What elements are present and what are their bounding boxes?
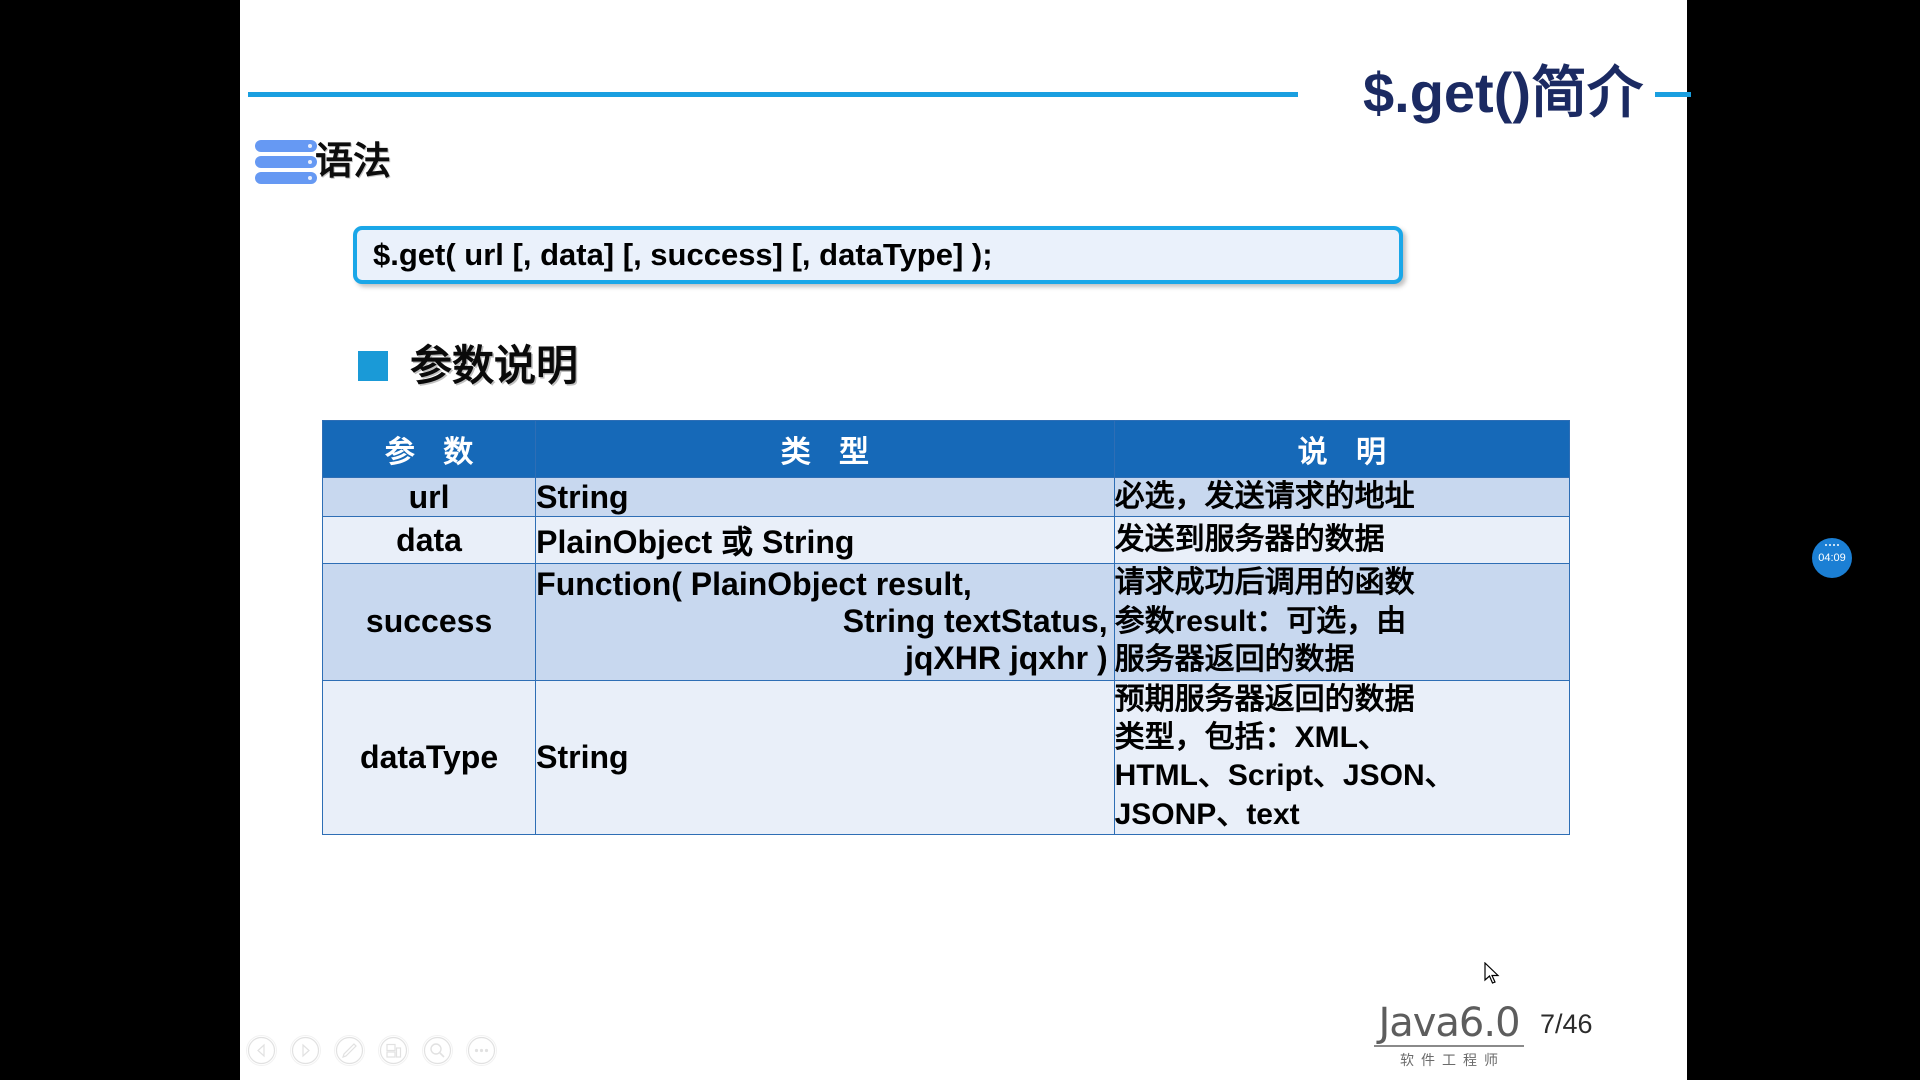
slide-grid-button[interactable] [378, 1035, 409, 1066]
three-bars-icon [255, 138, 317, 186]
brand-name: Java6.0 [1378, 1000, 1520, 1046]
cell-type: Function( PlainObject result, String tex… [535, 563, 1115, 681]
cell-desc: 请求成功后调用的函数 参数result：可选，由 服务器返回的数据 [1113, 563, 1571, 681]
player-toolbar[interactable] [246, 1035, 497, 1066]
cell-param: success [321, 563, 537, 681]
title-rule-right [1655, 92, 1691, 97]
table-row: url String 必选，发送请求的地址 [321, 476, 1571, 518]
cell-desc: 发送到服务器的数据 [1113, 516, 1571, 565]
page-title: $.get()简介 [1363, 61, 1643, 124]
type-line: PlainObject 或 String [536, 524, 855, 561]
type-line: Function( PlainObject result, [536, 566, 972, 603]
cell-type: String [535, 679, 1115, 836]
desc-line: 预期服务器返回的数据 [1114, 682, 1415, 716]
column-header-desc: 说 明 [1113, 420, 1571, 478]
syntax-heading-label: 语法 [315, 141, 392, 183]
type-line: String textStatus, [842, 603, 1108, 640]
syntax-section-heading: 语法 [255, 136, 391, 188]
desc-line: 必选，发送请求的地址 [1114, 480, 1415, 513]
table-header-row: 参 数 类 型 说 明 [321, 420, 1571, 478]
prev-slide-button[interactable] [246, 1035, 277, 1066]
brand-subtitle: 软件工程师 [1400, 1052, 1505, 1068]
desc-line: 请求成功后调用的函数 [1114, 566, 1415, 600]
slide-canvas: $.get()简介 语法 $.get( url [, data] [, succ… [240, 0, 1691, 1080]
desc-line: 发送到服务器的数据 [1114, 523, 1385, 557]
cell-type: PlainObject 或 String [535, 516, 1115, 565]
brand-divider [1374, 1045, 1524, 1047]
slide-title-bar: $.get()简介 [240, 42, 1691, 132]
cell-param: url [321, 476, 537, 518]
column-header-param: 参 数 [321, 420, 537, 478]
timer-value: 04:09 [1818, 552, 1846, 564]
cell-param: data [321, 516, 537, 565]
desc-line: 服务器返回的数据 [1114, 643, 1355, 677]
parameter-table: 参 数 类 型 说 明 url String 必选，发送请求的地址 [321, 420, 1571, 836]
title-rule-left [248, 92, 1298, 97]
syntax-code-text: $.get( url [, data] [, success] [, dataT… [373, 237, 993, 272]
pen-tool-button[interactable] [334, 1035, 365, 1066]
page-indicator: 7/46 [1540, 1009, 1593, 1039]
more-options-button[interactable] [466, 1035, 497, 1066]
square-bullet-icon [358, 351, 388, 381]
desc-line: 类型，包括：XML、 [1114, 720, 1388, 754]
cell-desc: 必选，发送请求的地址 [1113, 476, 1571, 518]
next-slide-button[interactable] [290, 1035, 321, 1066]
params-section-heading: 参数说明 [358, 345, 578, 387]
cell-desc: 预期服务器返回的数据 类型，包括：XML、 HTML、Script、JSON、 … [1113, 679, 1571, 836]
syntax-code-box: $.get( url [, data] [, success] [, dataT… [353, 226, 1403, 284]
column-header-type: 类 型 [535, 420, 1115, 478]
timer-badge[interactable]: 04:09 [1812, 538, 1852, 578]
table-row: success Function( PlainObject result, St… [321, 563, 1571, 681]
table-row: dataType String 预期服务器返回的数据 类型，包括：XML、 HT… [321, 679, 1571, 836]
type-line: jqXHR jqxhr ) [904, 640, 1108, 677]
type-line: String [536, 478, 629, 515]
desc-line: 参数result：可选，由 [1114, 604, 1407, 638]
type-line: String [536, 738, 629, 775]
desc-line: JSONP、text [1114, 797, 1300, 831]
table-row: data PlainObject 或 String 发送到服务器的数据 [321, 516, 1571, 565]
cell-param: dataType [321, 679, 537, 836]
desc-line: HTML、Script、JSON、 [1114, 759, 1455, 793]
cell-type: String [535, 476, 1115, 518]
params-heading-label: 参数说明 [410, 342, 579, 389]
brand-logo: Java6.0 软件工程师 [1374, 1003, 1524, 1070]
zoom-search-button[interactable] [422, 1035, 453, 1066]
